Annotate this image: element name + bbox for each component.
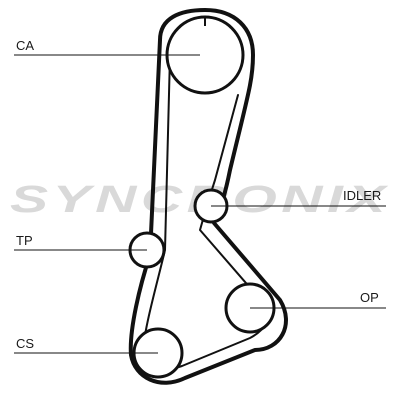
leader-lines: [14, 54, 386, 354]
label-cs: CS: [16, 336, 34, 351]
label-op: OP: [360, 290, 379, 305]
label-idler: IDLER: [343, 188, 381, 203]
label-tp: TP: [16, 233, 33, 248]
label-ca: CA: [16, 38, 34, 53]
